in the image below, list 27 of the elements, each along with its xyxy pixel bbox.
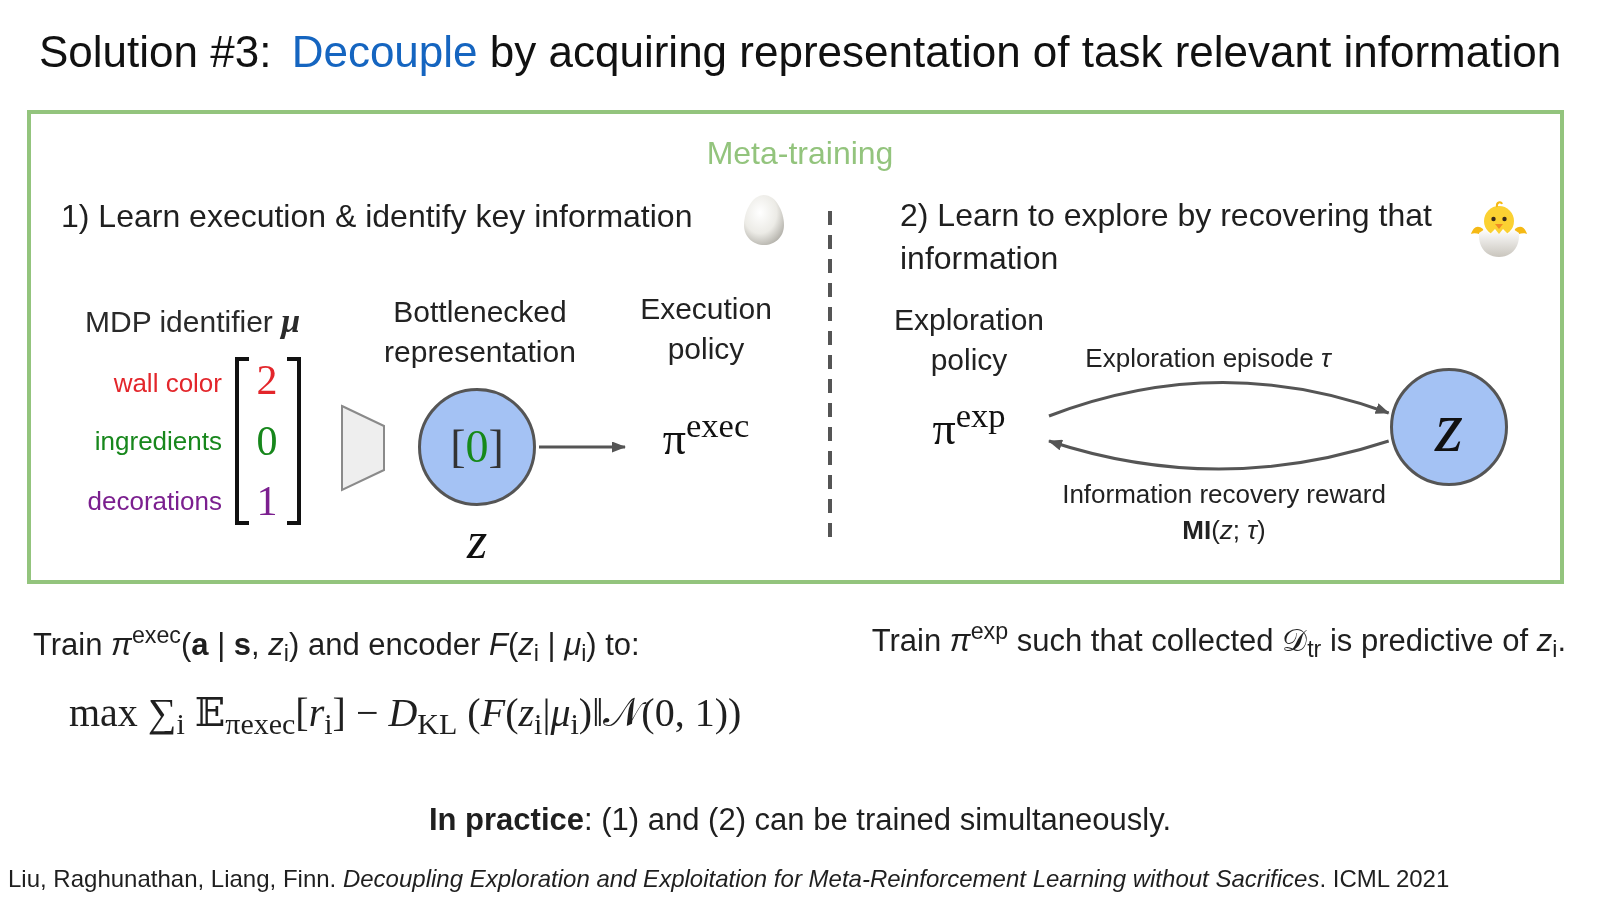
variable-symbol: z xyxy=(466,513,488,569)
node-value: [0] xyxy=(450,422,504,472)
section-heading: 2) Learn to explore by recovering that information xyxy=(900,196,1433,278)
vector-label: MDP identifier μ xyxy=(85,302,301,341)
arrow xyxy=(1048,381,1390,418)
node-heading: Exploration policy xyxy=(892,302,1046,378)
objective-text: Train π$^{exp}$ such that collected 𝒟$_{tr}$ is predictive of z$_{i}$. xyxy=(871,621,1566,661)
node-heading: Execution policy xyxy=(639,291,773,367)
row-label: wall color xyxy=(113,367,222,400)
policy-symbol: π$^{exp}$ xyxy=(932,401,1006,456)
matrix-entry: 1 xyxy=(256,477,278,526)
slide-title: Solution #3: Decouple by acquiring representation of task relevant information xyxy=(39,26,1562,78)
row-label: ingredients xyxy=(94,425,222,458)
objective-formula: max ∑$_{i}$ 𝔼$_{πexec}$[r$_{i}$] − D$_{KL}$ (F(z$_{i}$|μ$_{i}$)‖𝒩(0, 1)) xyxy=(69,689,742,738)
matrix-entry: 2 xyxy=(256,356,278,405)
section-heading: 1) Learn execution & identify key information xyxy=(61,197,693,236)
row-label: decorations xyxy=(87,485,222,518)
objective-text: Train π$^{exec}$(a | s, z$_{i}$) and encoder F(z$_{i}$ | μ$_{i}$) to: xyxy=(33,625,640,665)
matrix-entry: 0 xyxy=(256,417,278,466)
note-text: In practice: (1) and (2) can be trained simultaneously. xyxy=(428,801,1172,839)
frame-title: Meta-training xyxy=(706,134,894,173)
arrow xyxy=(1048,439,1390,471)
node-heading: Bottlenecked representation xyxy=(383,294,577,370)
policy-symbol: π$^{exec}$ xyxy=(662,411,750,466)
arrow xyxy=(539,441,626,453)
node-value: z xyxy=(1435,389,1463,465)
citation-text: Liu, Raghunathan, Liang, Finn. Decoupling Exploration and Exploitation for Meta-Reinforcement Learning without Sacrifices. ICML 2021 xyxy=(8,864,1450,894)
